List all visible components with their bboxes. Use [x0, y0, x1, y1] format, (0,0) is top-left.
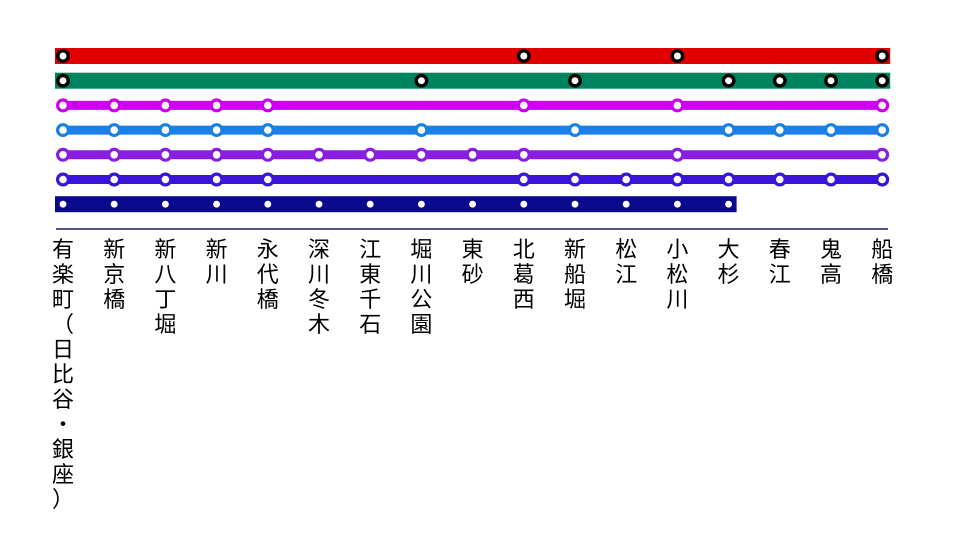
station-marker	[619, 172, 634, 187]
station-marker	[158, 172, 173, 187]
station-marker	[520, 200, 528, 208]
station-label-osugi: 大杉	[718, 238, 740, 288]
line-indigo	[55, 172, 890, 187]
station-marker	[264, 200, 272, 208]
station-marker	[670, 172, 685, 187]
station-marker	[772, 73, 787, 88]
station-marker	[363, 147, 378, 162]
station-marker	[162, 200, 169, 208]
station-marker	[366, 200, 374, 208]
station-label-shin-hatchobori: 新八丁堀	[154, 238, 176, 338]
station-marker	[158, 98, 173, 113]
station-marker	[107, 147, 122, 162]
station-marker	[312, 147, 327, 162]
station-marker	[823, 123, 838, 138]
station-marker	[209, 172, 224, 187]
station-marker	[414, 123, 429, 138]
station-label-komatsugawa: 小松川	[666, 238, 688, 313]
station-marker	[772, 172, 787, 187]
station-marker	[875, 147, 890, 162]
station-marker	[469, 200, 476, 208]
station-marker	[56, 49, 70, 63]
station-label-onitaka: 鬼高	[820, 238, 842, 288]
station-marker	[158, 123, 173, 138]
station-marker	[55, 123, 70, 138]
station-label-fukagawa-fuyuki: 深川冬木	[308, 238, 330, 338]
line-magenta	[55, 98, 890, 113]
line-navy	[55, 196, 737, 213]
station-marker	[110, 200, 118, 208]
station-marker	[55, 147, 70, 162]
station-marker	[516, 172, 531, 187]
station-label-shin-funabori: 新船堀	[564, 238, 586, 313]
station-marker	[622, 200, 630, 208]
station-marker	[568, 73, 582, 88]
station-marker	[567, 123, 582, 138]
station-marker	[55, 172, 70, 187]
station-marker	[107, 123, 122, 138]
station-marker	[670, 98, 685, 113]
line-green	[55, 72, 891, 89]
station-marker	[875, 98, 890, 113]
station-marker	[674, 200, 681, 208]
station-marker	[260, 98, 275, 113]
station-marker	[516, 147, 531, 162]
station-label-shinkawa: 新川	[206, 238, 228, 288]
station-marker	[465, 147, 480, 162]
station-marker	[721, 172, 736, 187]
station-marker	[315, 200, 323, 208]
station-marker	[260, 147, 275, 162]
station-marker	[418, 200, 425, 208]
station-marker	[875, 73, 890, 88]
station-marker	[209, 98, 224, 113]
station-marker	[260, 123, 275, 138]
station-marker	[209, 123, 224, 138]
station-marker	[725, 200, 732, 208]
station-marker	[516, 49, 531, 63]
station-marker	[158, 147, 173, 162]
station-label-higashisuna: 東砂	[462, 238, 484, 288]
station-marker	[721, 73, 736, 88]
station-label-shin-kyobashi: 新京橋	[103, 238, 125, 313]
station-marker	[670, 49, 685, 63]
line-red	[55, 48, 891, 64]
station-marker	[213, 200, 221, 208]
line-navy-bar	[55, 196, 737, 213]
station-labels: 有楽町（日比谷・銀座） 新京橋 新八丁堀 新川 永代橋 深川冬木 江東千石 堀川公園 東砂 北葛西…	[52, 238, 893, 513]
station-marker	[721, 123, 736, 138]
line-green-bar	[55, 72, 891, 89]
station-marker	[875, 49, 890, 63]
station-marker	[823, 172, 838, 187]
station-marker	[59, 200, 67, 208]
station-marker	[260, 172, 275, 187]
station-marker	[516, 98, 531, 113]
line-skyblue	[55, 123, 890, 138]
station-marker	[107, 172, 122, 187]
line-violet	[55, 147, 890, 162]
station-marker	[414, 147, 429, 162]
station-marker	[209, 147, 224, 162]
station-marker	[824, 73, 838, 88]
line-red-bar	[55, 48, 891, 64]
station-label-eitaibashi: 永代橋	[257, 238, 279, 313]
route-lines	[55, 48, 891, 213]
station-label-harue: 春江	[769, 238, 791, 288]
station-marker	[56, 73, 70, 88]
station-marker	[875, 172, 890, 187]
station-label-funabashi: 船橋	[871, 238, 893, 288]
station-label-koto-sengoku: 江東千石	[359, 238, 381, 338]
station-label-kita-kasai: 北葛西	[513, 238, 535, 313]
station-marker	[567, 172, 582, 187]
station-marker	[772, 123, 787, 138]
station-label-horikawa-koen: 堀川公園	[410, 238, 432, 338]
station-marker	[670, 147, 685, 162]
station-label-matsue: 松江	[615, 238, 637, 288]
station-marker	[414, 73, 429, 88]
station-label-yurakucho: 有楽町（日比谷・銀座）	[52, 238, 74, 513]
station-marker	[107, 98, 122, 113]
station-marker	[571, 200, 579, 208]
station-marker	[875, 123, 890, 138]
station-marker	[55, 98, 70, 113]
